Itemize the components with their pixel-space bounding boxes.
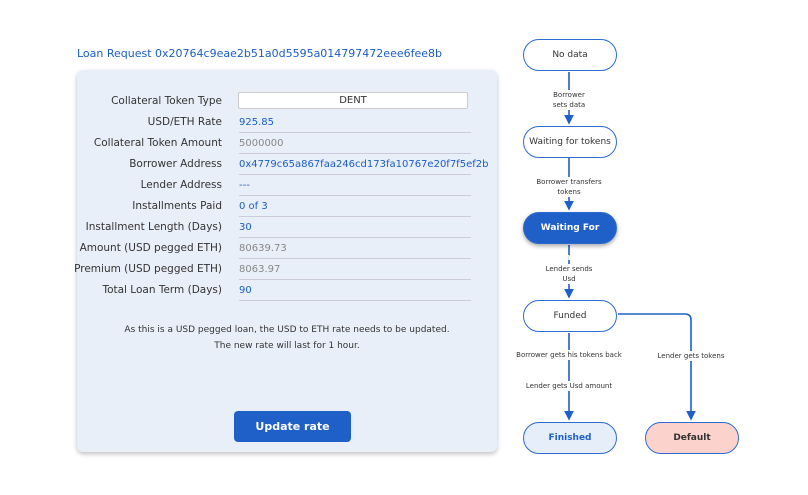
field-row: Installments Paid 0 of 3	[77, 197, 497, 218]
update-rate-button[interactable]: Update rate	[234, 411, 351, 442]
field-value: 8063.97	[239, 260, 471, 280]
field-row: Premium (USD pegged ETH) 8063.97	[74, 260, 497, 281]
state-finished: Finished	[523, 422, 617, 454]
field-label: Collateral Token Amount	[93, 137, 222, 149]
field-label: Borrower Address	[129, 158, 222, 170]
field-row: Amount (USD pegged ETH) 80639.73	[77, 239, 497, 260]
field-row: Installment Length (Days) 30	[77, 218, 497, 239]
field-label: Total Loan Term (Days)	[102, 284, 222, 296]
field-label: Lender Address	[140, 179, 222, 191]
borrower-address-link[interactable]: 0x4779c65a867faa246cd173fa10767e20f7f5ef…	[239, 155, 488, 175]
state-waiting-for-tokens: Waiting for tokens	[523, 126, 617, 158]
loan-request-title[interactable]: Loan Request 0x20764c9eae2b51a0d5595a014…	[77, 47, 442, 60]
edge-label: Borrower gets his tokens back	[516, 350, 622, 360]
field-value: 925.85	[239, 113, 471, 133]
field-value: 5000000	[239, 134, 471, 154]
state-no-data: No data	[523, 39, 617, 71]
field-label: Installments Paid	[132, 200, 222, 212]
state-funded: Funded	[523, 300, 617, 332]
field-label: Installment Length (Days)	[85, 221, 222, 233]
field-value: 80639.73	[239, 239, 471, 259]
edge-label: Lender gets tokens	[657, 351, 725, 361]
field-row: Total Loan Term (Days) 90	[77, 281, 497, 302]
field-value: 90	[239, 281, 471, 301]
loan-details-panel: Collateral Token Type DENT USD/ETH Rate 92…	[74, 70, 497, 452]
field-label: USD/ETH Rate	[147, 116, 222, 128]
field-label: Amount (USD pegged ETH)	[79, 242, 222, 254]
field-row: Collateral Token Amount 5000000	[77, 134, 497, 155]
field-value: 0 of 3	[239, 197, 471, 217]
state-waiting-for-lender-active: Waiting For Lender	[523, 212, 617, 263]
edge-label: Lender sendsUsd	[545, 264, 593, 284]
field-value: ---	[239, 176, 471, 196]
edge-arrow	[618, 313, 696, 421]
state-default: Default	[645, 422, 739, 454]
field-value: 30	[239, 218, 471, 238]
field-row: Borrower Address 0x4779c65a867faa246cd173…	[77, 155, 497, 176]
collateral-token-type-field[interactable]: DENT	[238, 92, 468, 109]
field-row: Collateral Token Type DENT	[77, 92, 497, 113]
field-label: Collateral Token Type	[111, 95, 222, 107]
edge-label: Lender gets Usd amount	[525, 381, 613, 391]
field-row: Lender Address ---	[77, 176, 497, 197]
rate-update-note: As this is a USD pegged loan, the USD to…	[124, 325, 450, 351]
field-label: Premium (USD pegged ETH)	[74, 263, 222, 275]
field-row: USD/ETH Rate 925.85	[77, 113, 497, 134]
